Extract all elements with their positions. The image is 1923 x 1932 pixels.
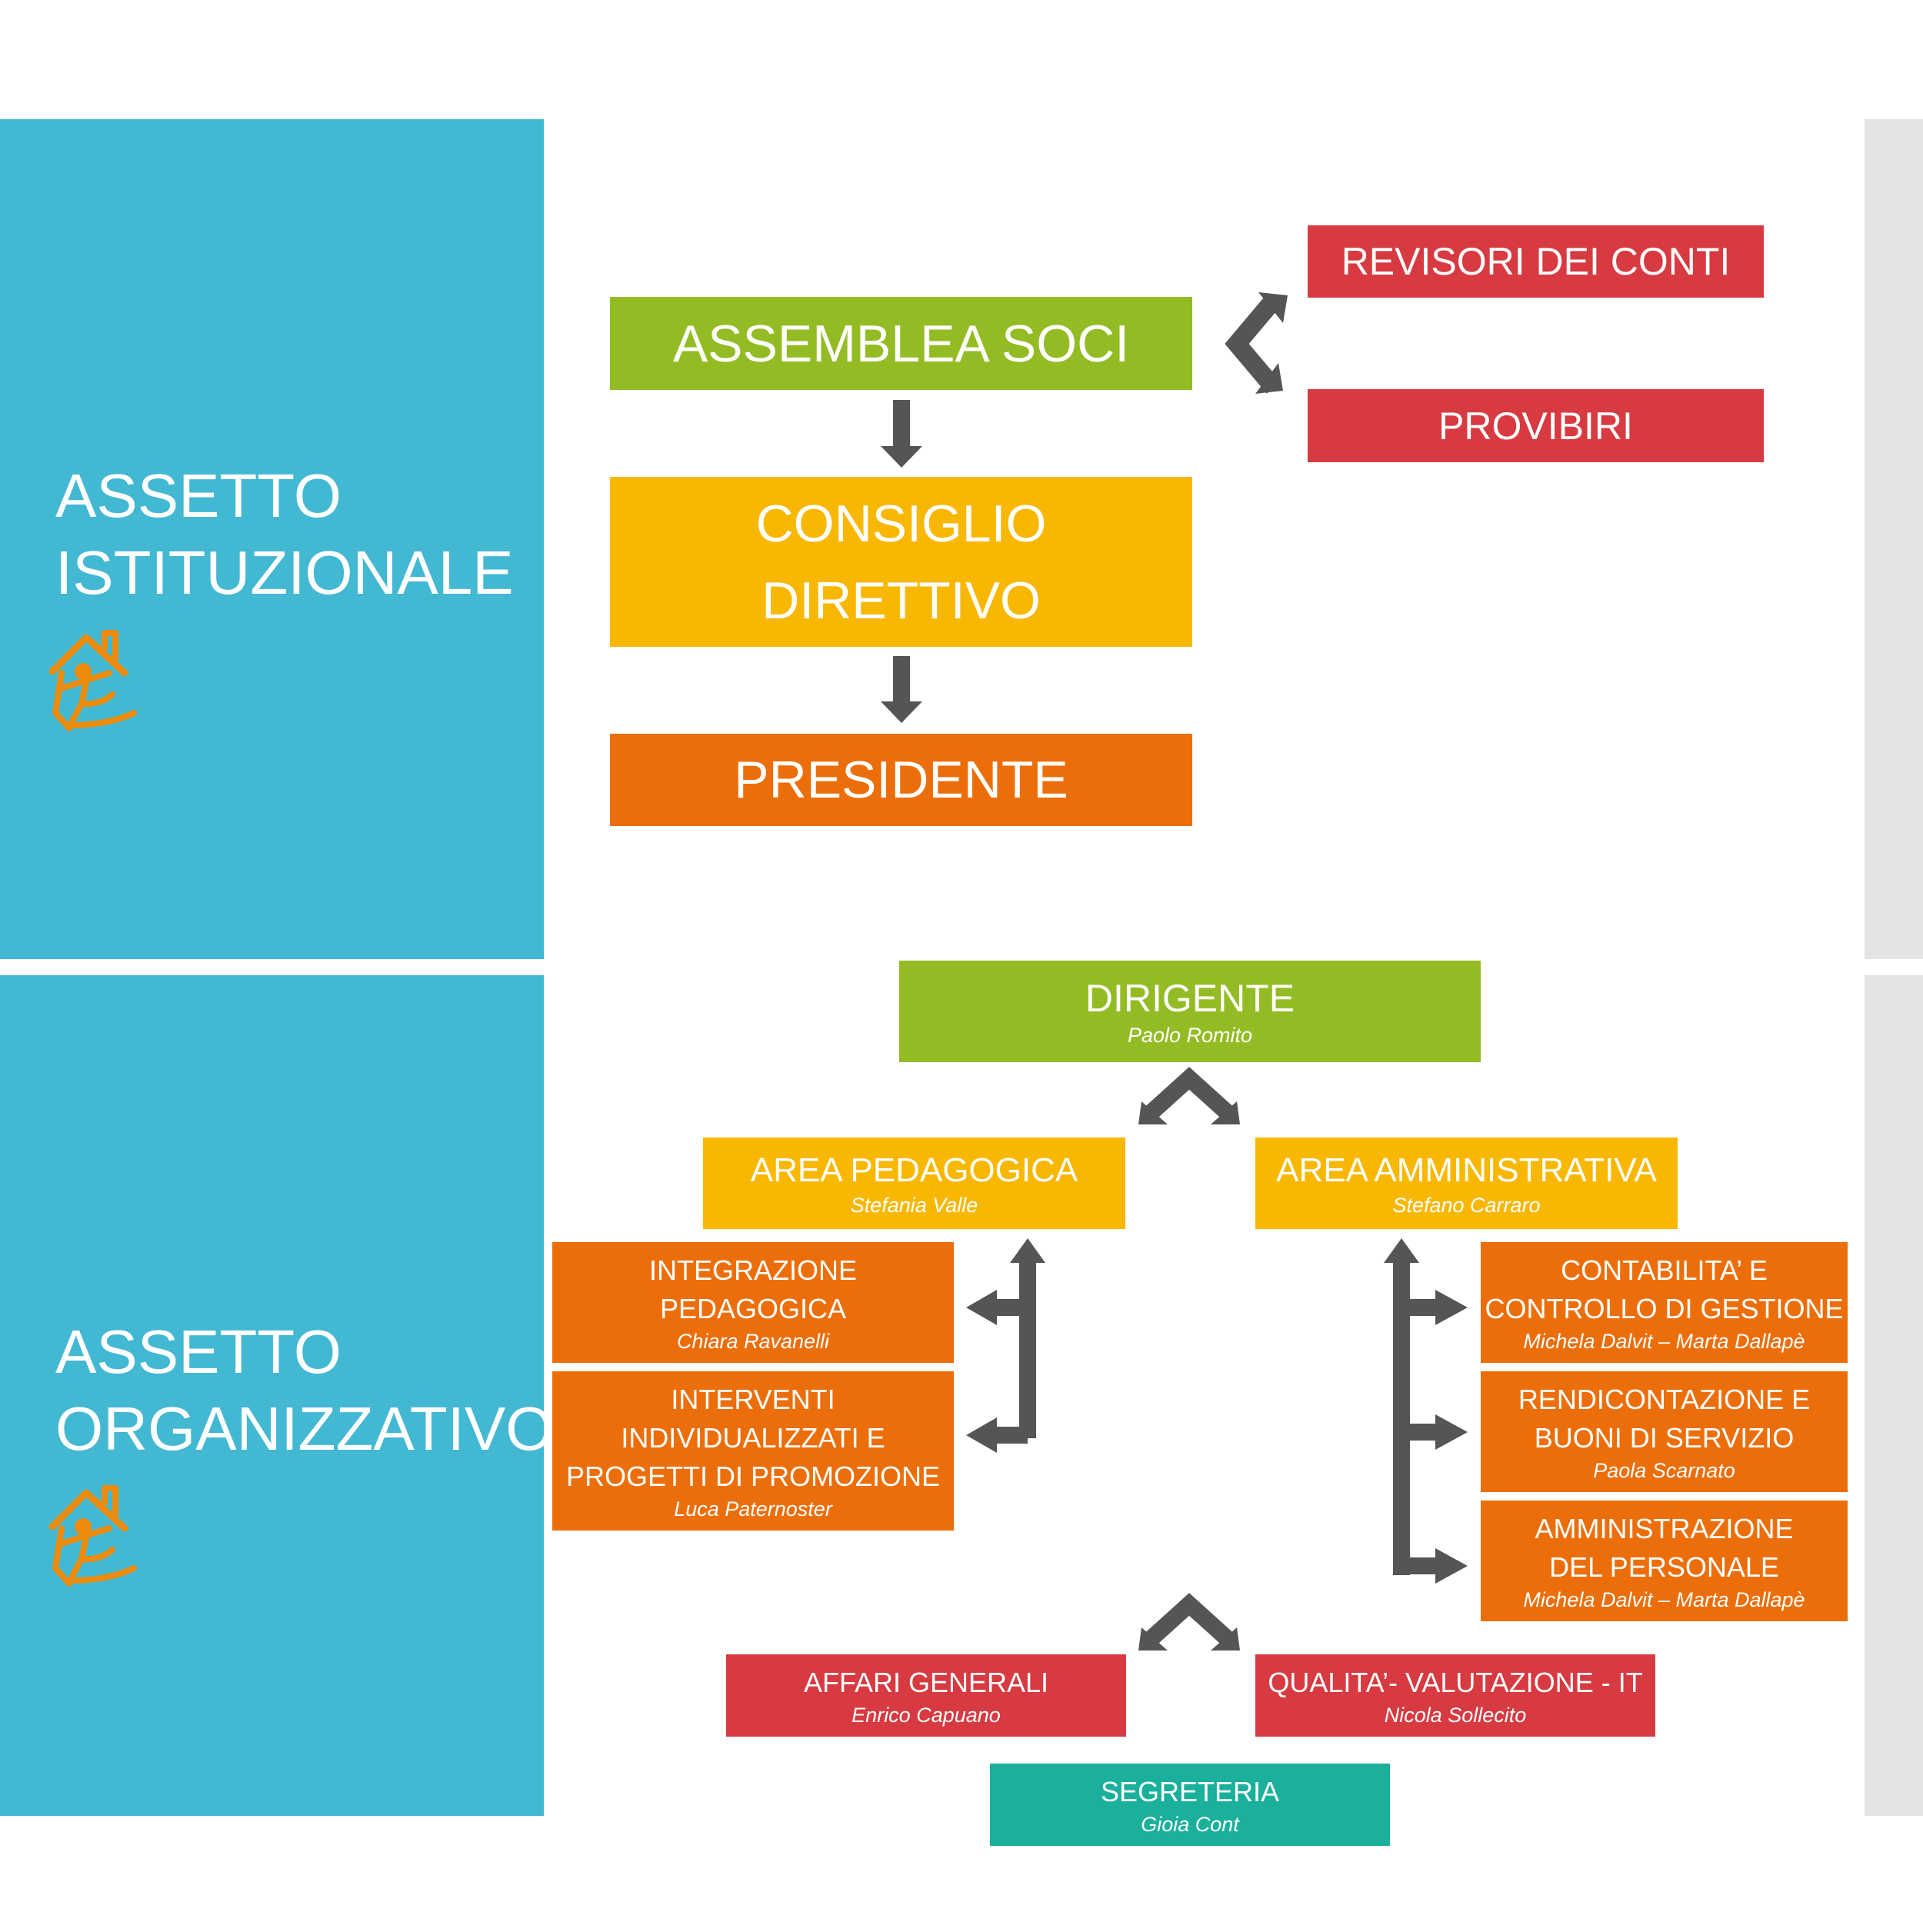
qualita-label: QUALITA’- VALUTAZIONE - IT [1268, 1666, 1643, 1698]
area-pedagogica-label: AREA PEDAGOGICA [750, 1151, 1078, 1189]
interventi-line2: INDIVIDUALIZZATI E [621, 1421, 885, 1454]
integrazione-box: INTEGRAZIONE PEDAGOGICA Chiara Ravanelli [552, 1242, 954, 1363]
integrazione-line1: INTEGRAZIONE [648, 1254, 858, 1286]
area-amministrativa-box: AREA AMMINISTRATIVA Stefano Carraro [1255, 1138, 1678, 1229]
qualita-box: QUALITA’- VALUTAZIONE - IT Nicola Sollec… [1255, 1654, 1655, 1737]
affari-name: Enrico Capuano [852, 1703, 1001, 1727]
dirigente-label: DIRIGENTE [1085, 977, 1295, 1020]
presidente-label: PRESIDENTE [734, 751, 1068, 809]
arrowhead-up-right-icon [1258, 292, 1288, 323]
istituzionale-title: ASSETTO ISTITUZIONALE [55, 458, 514, 611]
consiglio-label-line2: DIRETTIVO [762, 571, 1041, 630]
rendicontazione-name: Paola Scarnato [1593, 1458, 1735, 1482]
arrowhead-up-icon [1010, 1238, 1045, 1263]
consiglio-label-line1: CONSIGLIO [755, 494, 1047, 553]
chevron-up-icon [1144, 1593, 1235, 1647]
dirigente-name: Paolo Romito [1127, 1024, 1253, 1047]
arrowhead-right-icon [1435, 1548, 1468, 1584]
right-bracket-connector [1393, 1261, 1438, 1575]
arrowhead-right-icon [1435, 1414, 1468, 1450]
area-pedagogica-name: Stefania Valle [850, 1193, 978, 1217]
interventi-line1: INTERVENTI [671, 1383, 835, 1415]
affari-box: AFFARI GENERALI Enrico Capuano [726, 1654, 1126, 1737]
qualita-name: Nicola Sollecito [1384, 1703, 1527, 1727]
chevron-up-icon [1144, 1067, 1235, 1121]
integrazione-name: Chiara Ravanelli [676, 1329, 830, 1353]
istituzionale-panel [0, 119, 544, 959]
arrowhead-down-left-icon [1138, 1627, 1168, 1651]
consiglio-box: CONSIGLIO DIRETTIVO [610, 477, 1192, 647]
arrowhead-right-icon [1435, 1290, 1468, 1325]
left-bracket-connector [992, 1261, 1036, 1444]
affari-label: AFFARI GENERALI [803, 1666, 1049, 1698]
personale-box: AMMINISTRAZIONE DEL PERSONALE Michela Da… [1481, 1501, 1848, 1621]
assemblea-box: ASSEMBLEA SOCI [610, 297, 1192, 390]
provibiri-label: PROVIBIRI [1438, 404, 1633, 448]
personale-line2: DEL PERSONALE [1549, 1551, 1779, 1583]
house-child-logo-icon [48, 630, 137, 731]
organizzativo-title-line1: ASSETTO [55, 1317, 342, 1386]
integrazione-line2: PEDAGOGICA [659, 1292, 847, 1324]
assemblea-label: ASSEMBLEA SOCI [672, 314, 1130, 373]
chevron-left-icon [1225, 294, 1281, 394]
rendicontazione-line1: RENDICONTAZIONE E [1518, 1383, 1811, 1415]
organizzativo-panel [0, 975, 544, 1816]
personale-line1: AMMINISTRAZIONE [1535, 1512, 1794, 1544]
organizzativo-title-line2: ORGANIZZATIVO [55, 1394, 554, 1463]
arrowhead-up-icon [1384, 1238, 1419, 1263]
rendicontazione-line2: BUONI DI SERVIZIO [1534, 1421, 1795, 1454]
area-amministrativa-name: Stefano Carraro [1392, 1193, 1541, 1217]
arrowhead-down-right-icon [1211, 1101, 1240, 1124]
interventi-line3: PROGETTI DI PROMOZIONE [565, 1460, 941, 1492]
area-pedagogica-box: AREA PEDAGOGICA Stefania Valle [703, 1138, 1125, 1229]
personale-name: Michela Dalvit – Marta Dallapè [1523, 1587, 1805, 1611]
arrowhead-left-icon [966, 1290, 997, 1325]
presidente-box: PRESIDENTE [610, 734, 1192, 826]
segreteria-label: SEGRETERIA [1100, 1775, 1280, 1807]
dirigente-box: DIRIGENTE Paolo Romito [899, 961, 1481, 1062]
down-arrow-icon [881, 656, 922, 723]
house-child-logo-icon [48, 1485, 137, 1587]
interventi-box: INTERVENTI INDIVIDUALIZZATI E PROGETTI D… [552, 1371, 954, 1531]
segreteria-box: SEGRETERIA Gioia Cont [990, 1764, 1390, 1846]
arrowhead-down-left-icon [1138, 1101, 1168, 1124]
provibiri-box: PROVIBIRI [1308, 389, 1764, 462]
revisori-box: REVISORI DEI CONTI [1308, 225, 1764, 298]
revisori-label: REVISORI DEI CONTI [1341, 240, 1731, 283]
contabilita-name: Michela Dalvit – Marta Dallapè [1523, 1329, 1805, 1353]
area-amministrativa-label: AREA AMMINISTRATIVA [1276, 1151, 1657, 1189]
istituzionale-title-line2: ISTITUZIONALE [55, 538, 514, 607]
gray-strip-bottom [1865, 975, 1923, 1816]
arrowhead-down-right-icon [1211, 1627, 1240, 1651]
istituzionale-title-line1: ASSETTO [55, 461, 342, 530]
contabilita-box: CONTABILITA’ E CONTROLLO DI GESTIONE Mic… [1481, 1242, 1848, 1363]
segreteria-name: Gioia Cont [1141, 1812, 1239, 1836]
arrowhead-left-icon [966, 1417, 997, 1453]
down-arrow-icon [881, 400, 922, 468]
arrowhead-down-right-icon [1255, 363, 1283, 394]
contabilita-line1: CONTABILITA’ E [1561, 1254, 1768, 1286]
gray-strip-top [1865, 119, 1923, 959]
interventi-name: Luca Paternoster [674, 1497, 832, 1521]
organizzativo-title: ASSETTO ORGANIZZATIVO [55, 1314, 553, 1467]
contabilita-line2: CONTROLLO DI GESTIONE [1485, 1292, 1844, 1324]
rendicontazione-box: RENDICONTAZIONE E BUONI DI SERVIZIO Paol… [1481, 1371, 1848, 1492]
